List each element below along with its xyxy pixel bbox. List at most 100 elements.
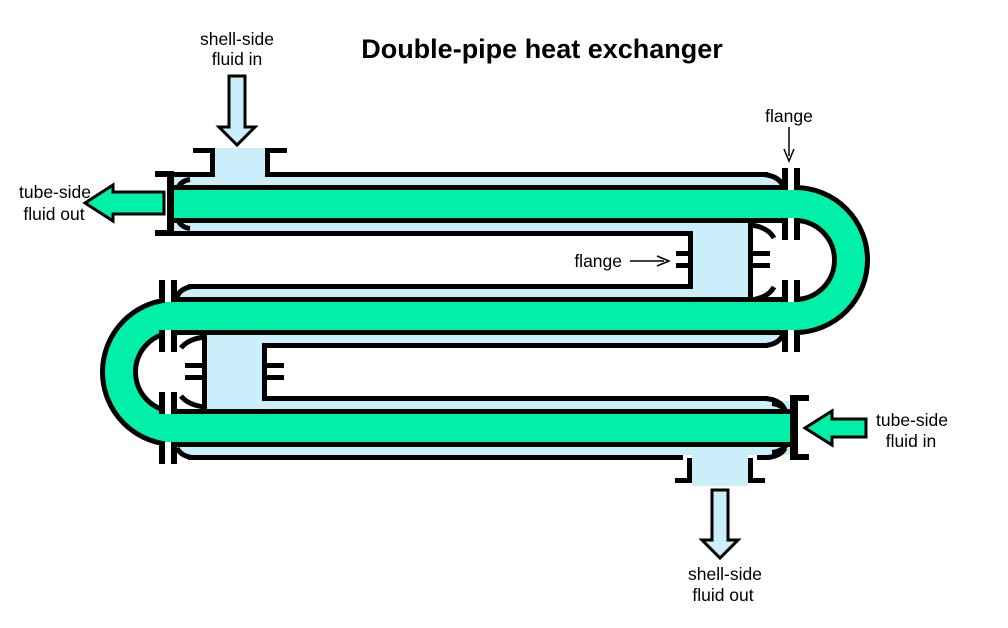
flange-bar <box>782 218 788 240</box>
shell-outlet-arrow <box>698 488 742 561</box>
flange-bar <box>794 218 800 240</box>
run3-tube-top-wall <box>175 409 790 414</box>
right-connector-outer-wall <box>688 231 693 289</box>
tube-outlet-label-line2: fluid out <box>23 204 84 224</box>
run2-tube-bottom-wall <box>175 330 795 335</box>
run3-left-bottom-cap <box>174 446 193 460</box>
shell-fluid-run2-upper <box>178 289 748 297</box>
run1-shell-top-wall-right <box>265 172 768 177</box>
right-connector-flange-tab-upper-right <box>753 251 770 256</box>
label-pointers <box>630 127 795 267</box>
tube-fluid-run2 <box>175 302 795 330</box>
outlet-nozzle-left-foot <box>675 478 692 483</box>
shell-fluid-run1-upper <box>174 177 778 185</box>
run1-tube-top-wall <box>174 185 795 190</box>
shell-fluid-run1-lower <box>174 223 748 231</box>
inlet-nozzle-left-wall <box>210 148 215 174</box>
tube-inlet-label-line2: fluid in <box>886 431 937 451</box>
run2-shell-top-wall <box>188 284 693 289</box>
left-connector-inner-wall <box>202 335 207 409</box>
shell-inlet-arrow <box>215 74 259 148</box>
outlet-nozzle-left-wall <box>687 458 692 483</box>
flange-top-label: flange <box>765 106 813 126</box>
left-connector-flange-tab-upper-left <box>185 363 202 368</box>
pipe-structure <box>155 148 809 483</box>
fluid-bridge-left-run3 <box>165 414 171 442</box>
flange-bar <box>159 442 165 464</box>
right-d-bottom-shoulder <box>750 285 777 303</box>
flange-bars <box>159 168 800 464</box>
flange-bar <box>159 280 165 302</box>
tube-u-bend-fluid <box>105 190 865 442</box>
tube-outlet-arrow <box>82 182 166 224</box>
run3-shell-bottom-wall-left <box>188 455 683 460</box>
run2-tube-top-wall <box>175 297 795 302</box>
run1-tube-bottom-wall <box>174 218 795 223</box>
shell-end-caps <box>174 172 790 460</box>
shell-fluid-run2-lower <box>207 335 778 343</box>
flange-bar <box>782 280 788 302</box>
right-connector-inner-wall <box>748 223 753 302</box>
shell-outlet-label-line2: fluid out <box>692 585 753 605</box>
shell-fluid-left-connector <box>207 335 262 409</box>
shell-inlet-label-line1: shell-side <box>200 29 274 49</box>
diagram-text: Double-pipe heat exchanger shell-side fl… <box>19 29 948 605</box>
flange-bar <box>171 280 177 302</box>
right-connector-flange-tab-lower-right <box>753 263 770 268</box>
tube-fluid-run3 <box>175 414 790 442</box>
outlet-nozzle-right-wall <box>748 458 753 483</box>
tube-inlet-label-line1: tube-side <box>876 410 948 430</box>
flange-bar <box>171 392 177 414</box>
run3-right-end-wall <box>790 395 798 460</box>
left-d-bottom-shoulder <box>179 394 205 410</box>
flange-gap-fluid-bridges <box>165 190 794 442</box>
run1-shell-top-wall-left <box>170 172 215 177</box>
outlet-nozzle-right-foot <box>748 478 765 483</box>
left-d-top-shoulder <box>179 334 205 350</box>
left-u-bend-fluid <box>105 302 176 442</box>
inlet-nozzle-left-foot <box>193 148 215 153</box>
run3-right-end-stub-top <box>790 395 809 401</box>
shell-fluid-inlet-nozzle <box>215 148 265 185</box>
run3-shell-bottom-wall-right <box>757 455 770 460</box>
left-connector-flange-tab-lower-right <box>267 375 284 380</box>
flange-bar <box>171 442 177 464</box>
run3-right-end-stub-bottom <box>790 454 809 460</box>
shell-fluid-outlet-nozzle <box>692 447 748 486</box>
run1-left-end-stub-bottom <box>155 230 174 236</box>
tube-outlet-label-line1: tube-side <box>19 182 91 202</box>
run1-left-end-stub-top <box>155 171 174 177</box>
tube-side-fluid <box>174 190 795 442</box>
fluid-bridge-right-run2 <box>788 302 794 330</box>
flange-top-pointer-head <box>783 148 795 163</box>
right-connector-flange-tab-upper-left <box>676 251 693 256</box>
flange-bar <box>782 330 788 352</box>
shell-outlet-label-line1: shell-side <box>688 564 762 584</box>
run2-left-top-cap <box>174 284 193 298</box>
tube-inlet-arrow <box>802 408 868 448</box>
flange-bar <box>171 330 177 352</box>
flange-middle-label: flange <box>574 251 622 271</box>
run3-right-bottom-fillet <box>771 441 790 455</box>
diagram-title: Double-pipe heat exchanger <box>361 34 723 64</box>
right-d-top-shoulder <box>750 222 777 240</box>
run3-tube-bottom-wall <box>175 442 790 447</box>
shell-inlet-label-line2: fluid in <box>212 49 263 69</box>
left-connector-outer-wall <box>262 343 267 401</box>
right-u-bend-fluid <box>794 190 865 330</box>
flange-bar <box>159 392 165 414</box>
inlet-nozzle-right-foot <box>265 148 287 153</box>
tube-flow-arrows <box>82 182 868 448</box>
fluid-bridge-left-run2 <box>165 302 171 330</box>
shell-fluid-right-connector <box>693 223 748 302</box>
right-connector-flange-tab-lower-left <box>676 263 693 268</box>
flange-middle-pointer-head <box>656 255 671 267</box>
inlet-nozzle-right-wall <box>265 148 270 174</box>
flange-bar <box>794 168 800 190</box>
run3-right-top-fillet <box>771 401 790 415</box>
run1-left-end-wall <box>167 171 174 236</box>
shell-side-fluid <box>174 148 790 486</box>
run1-shell-bottom-wall <box>170 231 693 236</box>
run3-shell-top-wall <box>262 396 768 401</box>
